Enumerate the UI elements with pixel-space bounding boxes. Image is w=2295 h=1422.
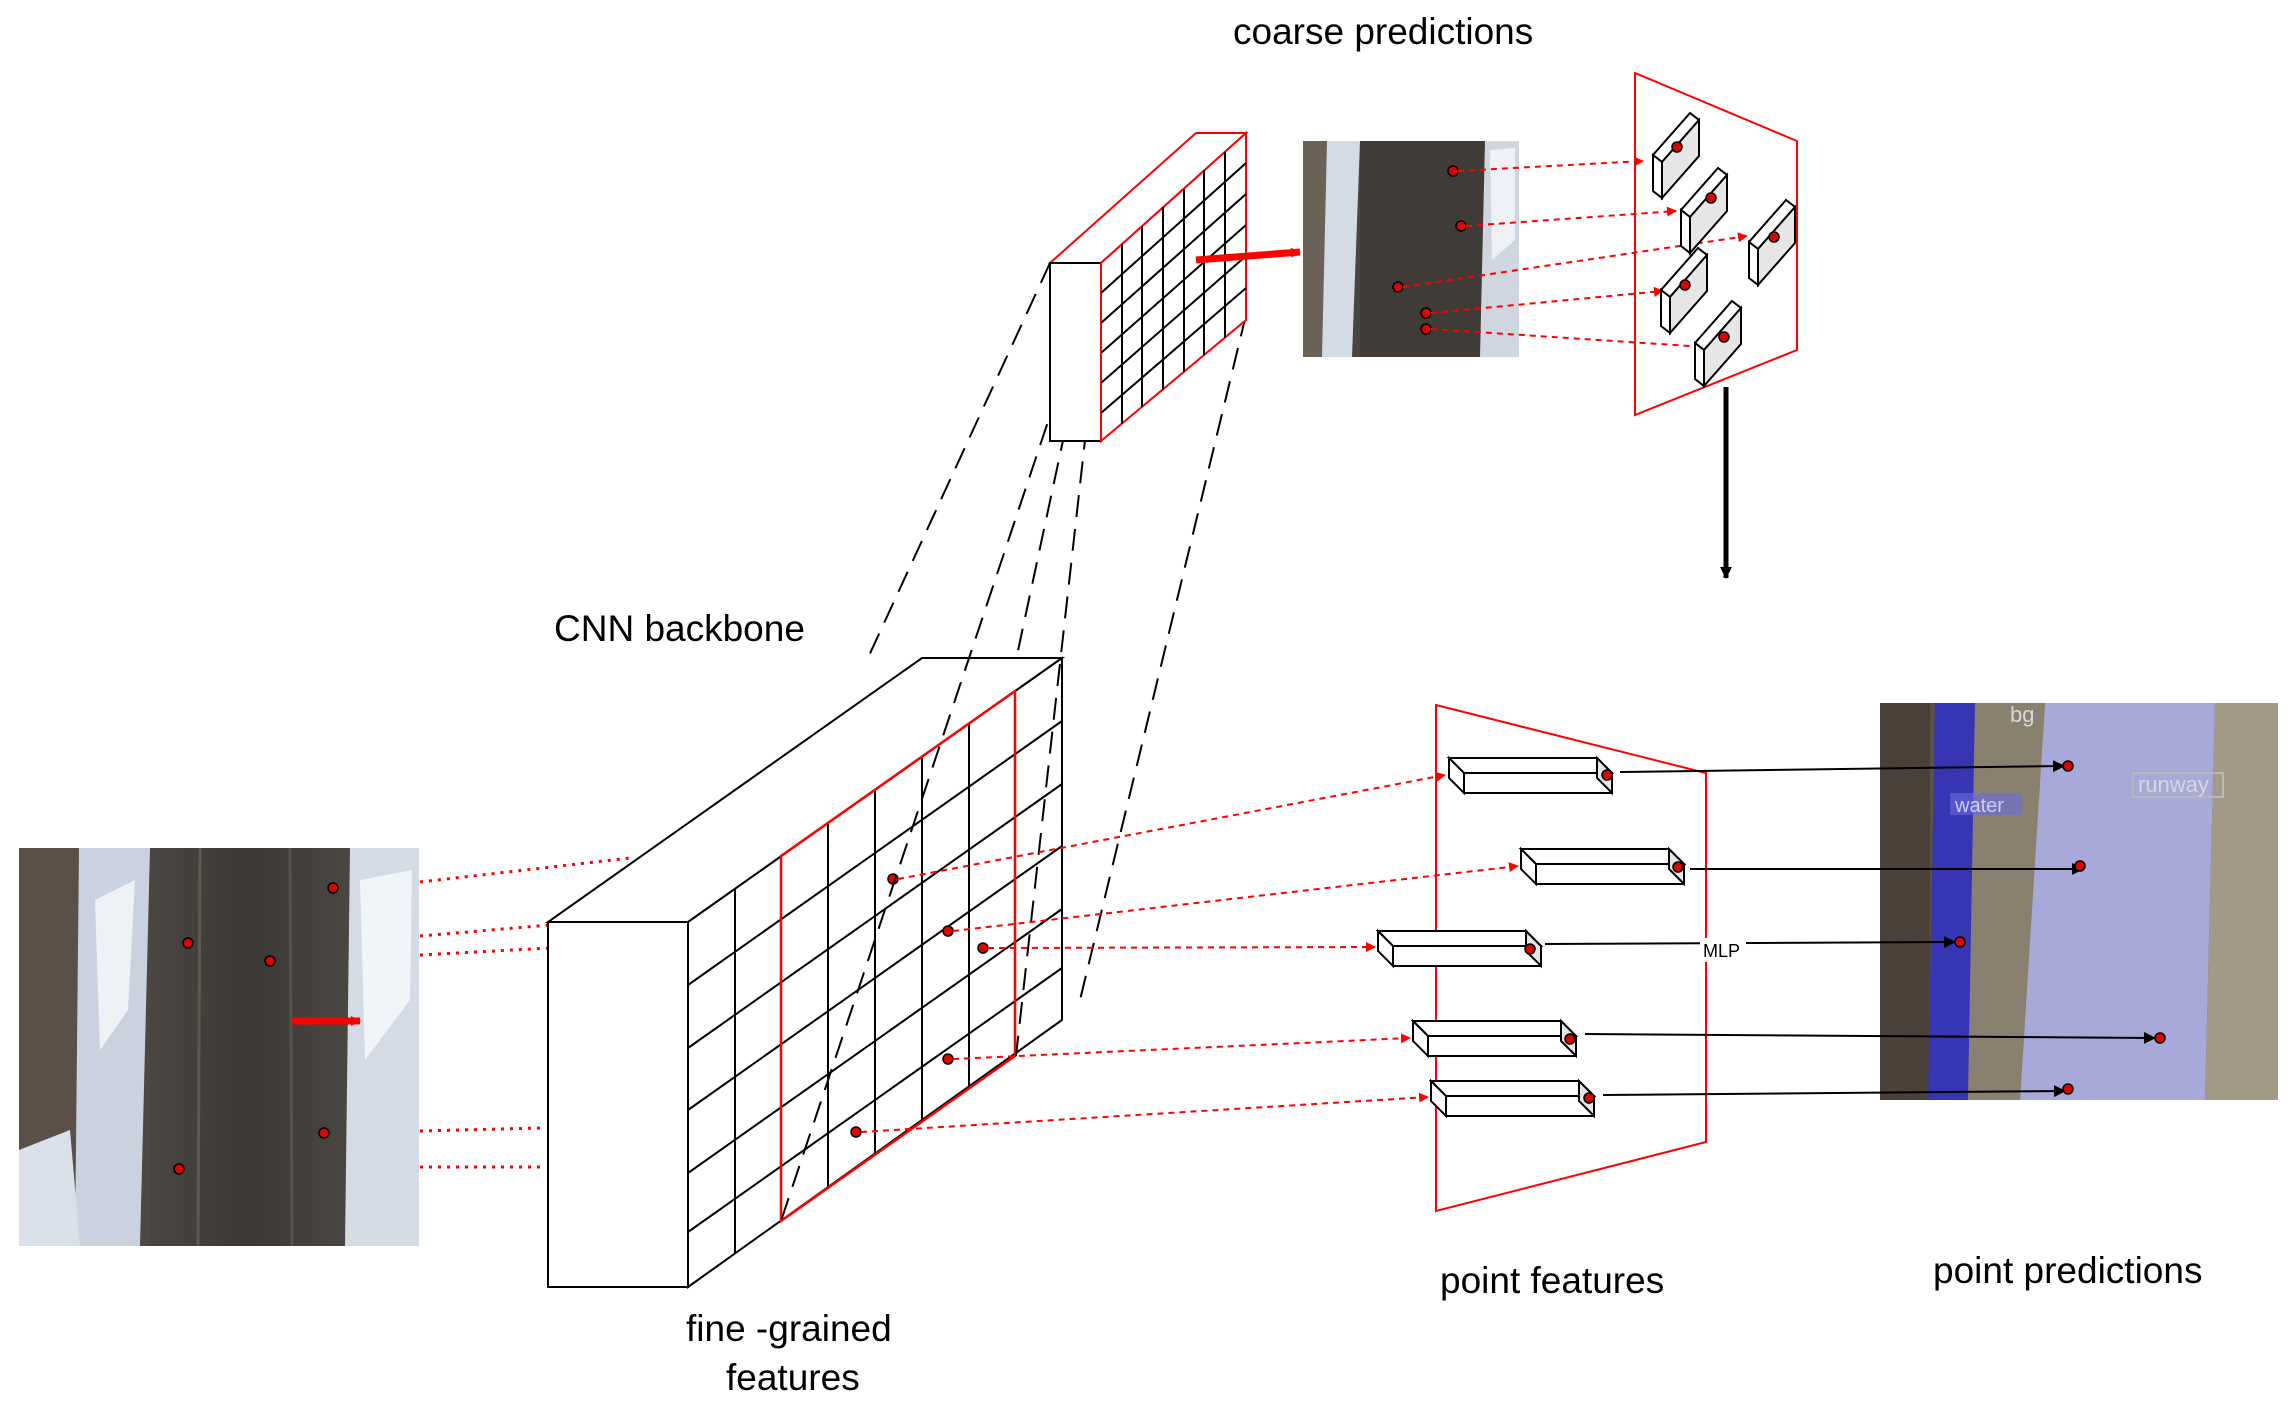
feature-sampling-arrows	[860, 771, 1519, 1133]
feature-point	[887, 873, 899, 885]
input-point	[173, 1163, 185, 1175]
mlp-label-bg	[1700, 938, 1746, 962]
coarse-point	[1420, 307, 1432, 319]
coarse-point-cell	[1693, 299, 1743, 389]
overlay-runway-tag	[2132, 772, 2224, 798]
feature-point	[850, 1126, 862, 1138]
coarse-point-cell	[1679, 166, 1729, 256]
overlay-runway-label: runway	[2138, 772, 2209, 797]
feature-point	[977, 942, 989, 954]
input-point	[264, 955, 276, 967]
input-point	[327, 882, 339, 894]
prediction-point	[2062, 1083, 2074, 1095]
coarse-point	[1420, 323, 1432, 335]
prediction-point	[2154, 1032, 2166, 1044]
fine-grained-label-line1: fine -grained	[686, 1308, 892, 1349]
input-points	[173, 882, 339, 1175]
coarse-point-cell	[1651, 111, 1701, 201]
coarse-point	[1455, 220, 1467, 232]
point-predictions-image	[1880, 703, 2278, 1100]
point-feature-bar	[1410, 1018, 1579, 1059]
prediction-point	[2074, 860, 2086, 872]
coarse-point	[1447, 165, 1459, 177]
coarse-point-head	[1634, 71, 1798, 417]
mlp-arrows	[1544, 760, 2156, 1098]
coarse-point-cell	[1747, 198, 1797, 288]
coarse-image-points	[1392, 165, 1467, 335]
prediction-point	[1954, 936, 1966, 948]
prediction-points	[1954, 760, 2166, 1095]
coarse-arrow	[1195, 247, 1301, 264]
input-point	[318, 1127, 330, 1139]
point-feature-bar	[1428, 1078, 1597, 1119]
input-to-feature-links	[419, 856, 631, 1169]
coarse-block	[1047, 130, 1249, 444]
coarse-point-cells	[1651, 111, 1797, 389]
selected-region	[779, 688, 1017, 1224]
input-point	[182, 937, 194, 949]
input-image	[19, 847, 419, 1247]
overlay-water-label: water	[1954, 795, 2004, 817]
point-feature-bar	[1518, 846, 1687, 887]
projection-lines	[780, 262, 1247, 1222]
cnn-backbone-block	[544, 656, 1066, 1289]
point-feature-bars	[1375, 755, 1687, 1119]
coarse-predictions-label: coarse predictions	[1233, 11, 1533, 52]
point-feature-bar	[1375, 928, 1544, 969]
coarse-image	[1303, 141, 1519, 357]
fine-grained-label-line2: features	[726, 1357, 860, 1398]
cnn-backbone-label: CNN backbone	[554, 608, 805, 649]
point-predictions-label: point predictions	[1933, 1250, 2202, 1291]
coarse-point-cell	[1659, 246, 1709, 336]
overlay-bg-label: bg	[2010, 702, 2034, 727]
overlay-water-tag	[1950, 793, 2022, 815]
prediction-point	[2062, 760, 2074, 772]
coarse-point	[1392, 281, 1404, 293]
mlp-label: MLP	[1703, 941, 1740, 961]
point-feature-bar	[1446, 755, 1615, 796]
point-features-label: point features	[1440, 1260, 1664, 1301]
coarse-grid	[1100, 152, 1247, 424]
feature-point	[942, 925, 954, 937]
feature-point	[942, 1053, 954, 1065]
